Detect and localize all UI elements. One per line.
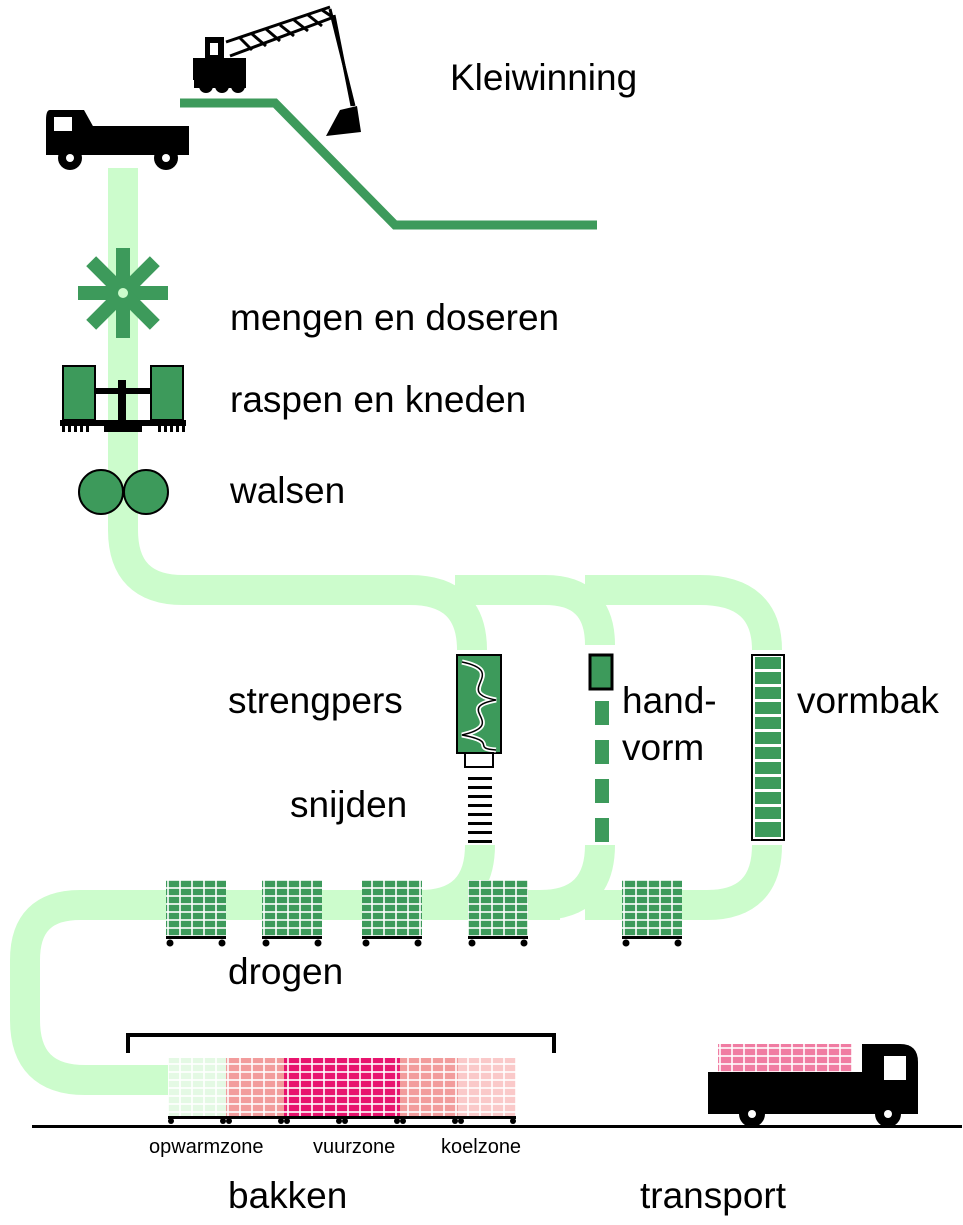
- label-strengpers: strengpers: [228, 680, 403, 721]
- drying-rack-icon: [166, 880, 226, 947]
- label-vormbak: vormbak: [797, 680, 939, 721]
- transport-truck-icon: [708, 1044, 918, 1127]
- label-vuurzone: vuurzone: [313, 1136, 395, 1158]
- label-raspen-en-kneden: raspen en kneden: [230, 379, 526, 420]
- label-vorm: vorm: [622, 727, 704, 768]
- label-koelzone: koelzone: [441, 1136, 521, 1158]
- label-kleiwinning: Kleiwinning: [450, 57, 637, 98]
- kiln-zone-vuur: [284, 1058, 400, 1116]
- drying-racks: [166, 880, 682, 947]
- flow-vormbak-to-drying: [585, 844, 782, 920]
- flow-branch-vormbak: [585, 575, 782, 651]
- clay-pit-ground: [180, 98, 597, 230]
- hand-mold-icon: [588, 653, 614, 842]
- label-snijden: snijden: [290, 784, 407, 825]
- flow-branch-handvorm: [455, 575, 615, 646]
- flow-drying-line: [10, 890, 560, 1095]
- drying-rack-icon: [468, 880, 528, 947]
- ground-line: [32, 1125, 962, 1128]
- drying-rack-icon: [262, 880, 322, 947]
- kiln-zone-opwarm-2: [226, 1058, 284, 1116]
- label-drogen: drogen: [228, 951, 343, 992]
- kiln-bracket: [126, 1033, 556, 1053]
- kiln-zone-koel-2: [458, 1058, 516, 1116]
- excavator-icon: [193, 5, 361, 136]
- flow-main: [108, 168, 487, 651]
- label-hand: hand-: [622, 680, 717, 721]
- kiln-zone-koel: [400, 1058, 458, 1116]
- extruder-press-icon: [456, 654, 502, 768]
- label-bakken: bakken: [228, 1175, 347, 1216]
- label-mengen-en-doseren: mengen en doseren: [230, 297, 559, 338]
- label-opwarmzone: opwarmzone: [149, 1136, 264, 1158]
- drying-rack-icon: [622, 880, 682, 947]
- drying-rack-icon: [362, 880, 422, 947]
- kiln-icon: [168, 1058, 516, 1124]
- kiln-zone-opwarm: [168, 1058, 226, 1116]
- truck-icon: [46, 110, 189, 170]
- label-transport: transport: [640, 1175, 787, 1216]
- rollers-icon: [78, 469, 169, 515]
- wire-cutter-icon: [468, 777, 492, 843]
- mold-box-icon: [751, 654, 785, 841]
- flow-paths: [10, 168, 782, 1095]
- kneader-icon: [60, 365, 186, 432]
- mixer-icon: [78, 248, 168, 338]
- label-walsen: walsen: [229, 470, 345, 511]
